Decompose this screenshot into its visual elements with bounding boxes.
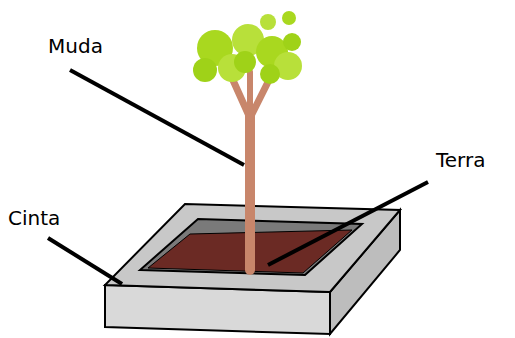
seedling-trunk [232,72,268,270]
leader-line [70,70,244,165]
seedling-foliage [193,11,302,84]
leader-line [48,238,122,284]
leader-line [268,182,428,265]
leader-lines [48,70,428,284]
planter-front [105,285,330,334]
part-label: Terra [436,148,485,172]
part-label: Cinta [8,206,60,230]
part-label: Muda [48,34,103,58]
